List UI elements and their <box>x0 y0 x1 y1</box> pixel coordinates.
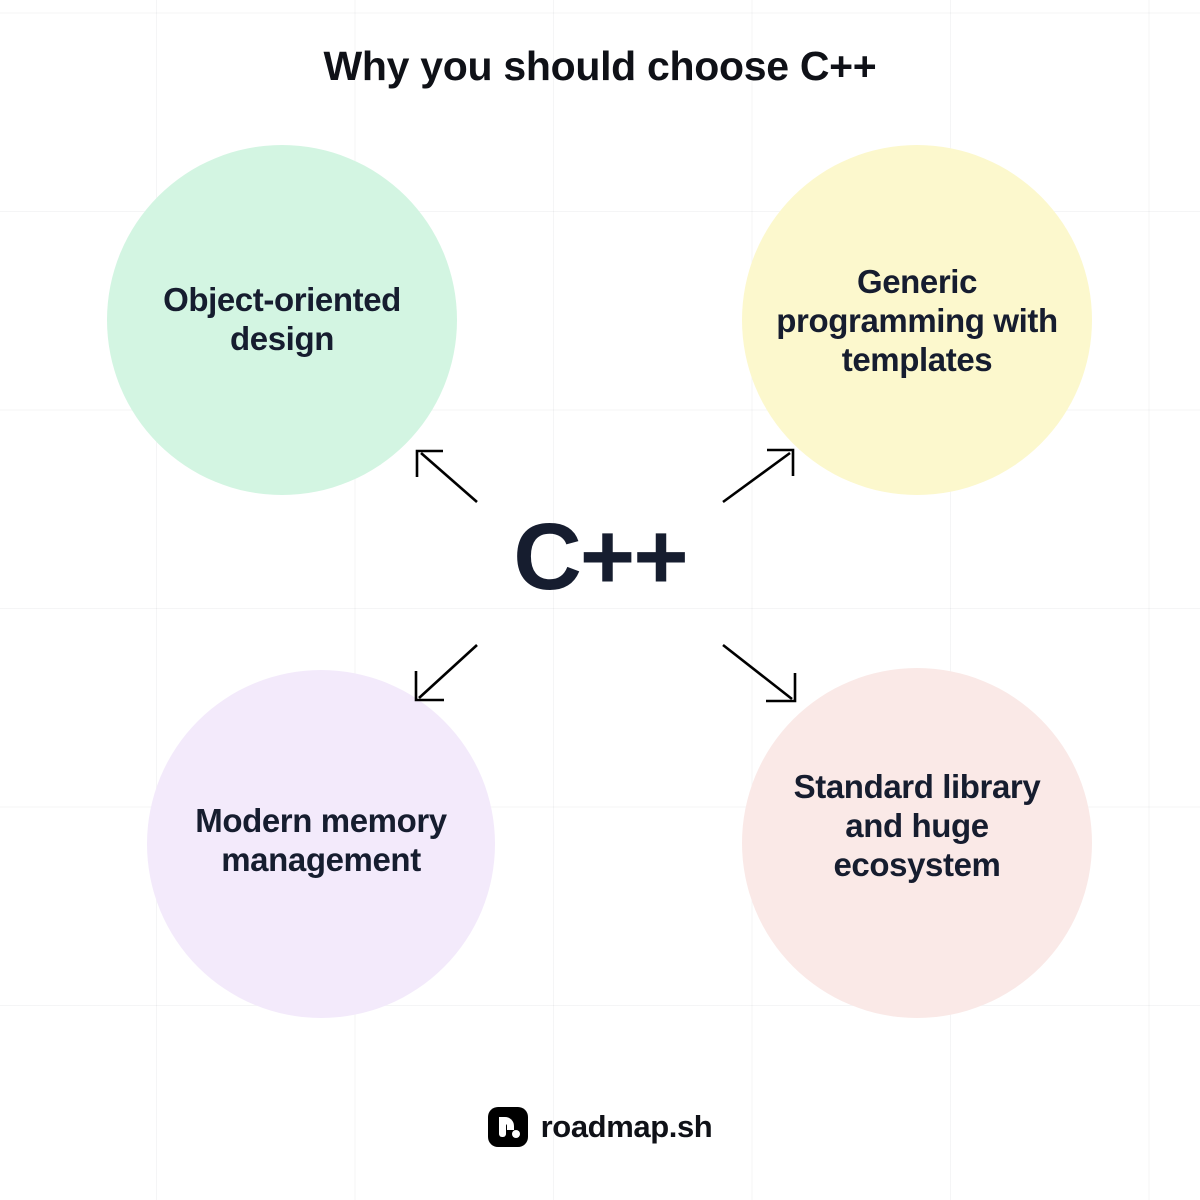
footer-brand: roadmap.sh <box>0 1107 1200 1147</box>
arrow-to-object-oriented-design-icon <box>415 449 478 503</box>
logo-r-arc <box>498 1117 514 1130</box>
arrow-to-standard-library-icon <box>722 643 797 703</box>
center-logo: C++ <box>513 504 689 610</box>
bubble-label: Object-oriented design <box>163 281 401 357</box>
page-title: Why you should choose C++ <box>323 43 877 89</box>
bubble-label: Modern memory management <box>195 802 447 878</box>
bubble-label: Standard library and huge ecosystem <box>793 768 1041 883</box>
bubble-object-oriented-design: Object-oriented design <box>107 145 457 495</box>
bubble-label: Generic programming with templates <box>776 263 1058 378</box>
brand-name: roadmap.sh <box>540 1109 713 1144</box>
arrow-to-modern-memory-management-icon <box>414 644 478 702</box>
bubble-modern-memory-management: Modern memory management <box>147 670 495 1018</box>
arrow-to-generic-programming-icon <box>722 448 795 504</box>
bubble-generic-programming-with-templates: Generic programming with templates <box>742 145 1092 495</box>
bubble-standard-library-and-huge-ecosystem: Standard library and huge ecosystem <box>742 668 1092 1018</box>
roadmap-logo-icon <box>487 1107 528 1147</box>
logo-dot <box>511 1130 520 1138</box>
